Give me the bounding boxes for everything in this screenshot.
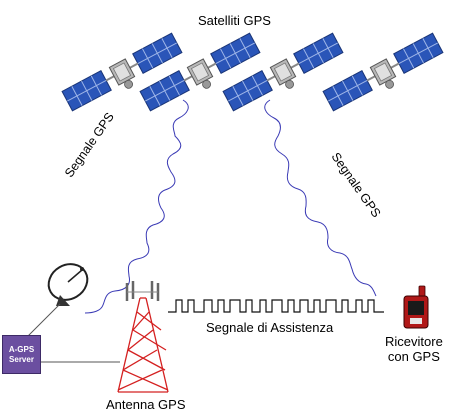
dish-to-server-line (27, 303, 61, 337)
receiver-label: Ricevitore con GPS (385, 334, 443, 364)
satellite-icon (322, 32, 448, 119)
server-label-line2: Server (9, 354, 34, 364)
assistance-signal-wave (168, 299, 384, 313)
satellites-label: Satelliti GPS (198, 13, 271, 28)
server-icon: A-GPS Server (2, 335, 41, 374)
signal-wave-right (264, 99, 377, 297)
assistance-signal-label: Segnale di Assistenza (206, 320, 334, 335)
gps-receiver-icon (403, 285, 429, 329)
antenna-label: Antenna GPS (106, 397, 186, 412)
receiver-label-line2: con GPS (387, 349, 440, 364)
satellite-dish-icon (47, 263, 89, 306)
signal-wave-left (84, 99, 189, 314)
server-label-line1: A-GPS (8, 344, 35, 354)
receiver-label-line1: Ricevitore (385, 334, 443, 349)
satellite-icon (61, 32, 187, 119)
cell-tower-icon (117, 281, 169, 393)
